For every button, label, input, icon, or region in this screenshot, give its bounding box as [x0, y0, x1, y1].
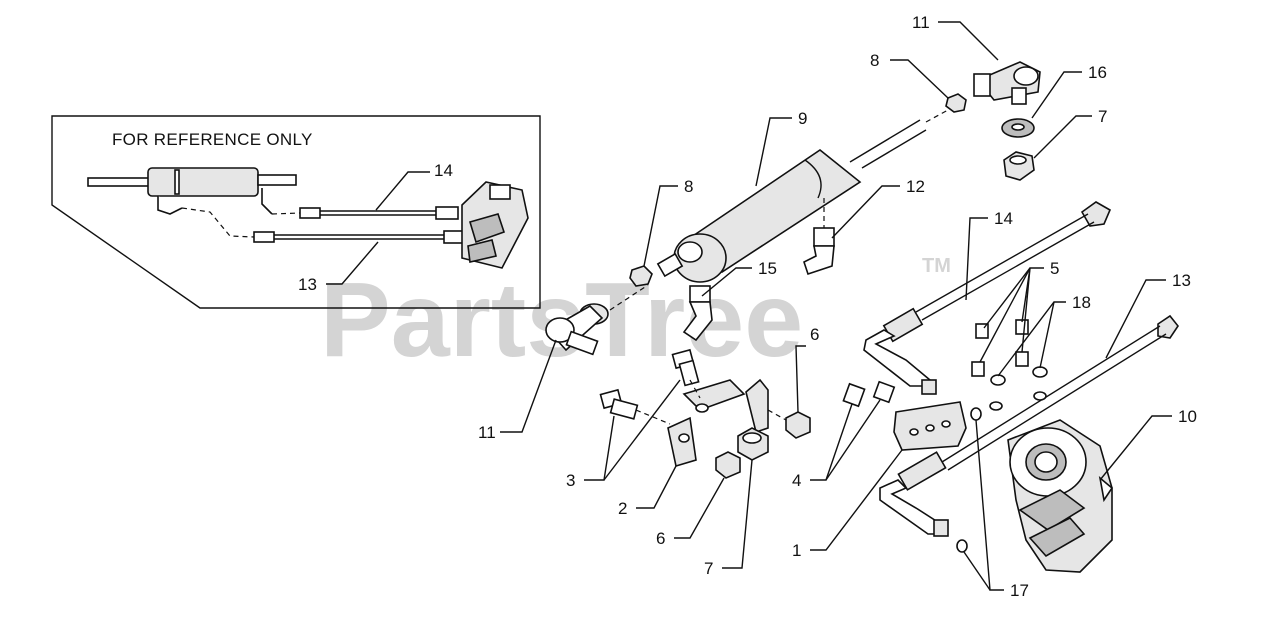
callout-6-lower: 6 — [656, 529, 665, 548]
callout-8-left: 8 — [684, 177, 693, 196]
callout-17: 17 — [1010, 581, 1029, 600]
o-rings-17 — [956, 407, 982, 553]
callout-7-lower: 7 — [704, 559, 713, 578]
callout-ref-14: 14 — [434, 161, 453, 180]
callout-10: 10 — [1178, 407, 1197, 426]
mounting-plate-1 — [893, 401, 967, 451]
washers-18 — [989, 366, 1048, 411]
hydraulic-cylinder — [656, 109, 949, 283]
reference-hose-13 — [181, 207, 467, 244]
steering-valve-10 — [1007, 419, 1114, 573]
nut-6-right — [785, 411, 811, 439]
callout-7-top: 7 — [1098, 107, 1107, 126]
hydraulic-hose-13 — [879, 314, 1179, 537]
callout-8-top: 8 — [870, 51, 879, 70]
callout-11-left: 11 — [478, 423, 496, 442]
callout-9: 9 — [798, 109, 807, 128]
nut-6-lower — [715, 451, 741, 479]
reference-steering-unit — [461, 181, 529, 269]
callout-4: 4 — [792, 471, 801, 490]
callout-6-right: 6 — [810, 325, 819, 344]
callout-1: 1 — [792, 541, 801, 560]
lock-nut-7-lower — [737, 427, 769, 461]
lock-nut-7-top — [1003, 151, 1035, 181]
reference-box: FOR REFERENCE ONLY — [51, 115, 541, 309]
mounting-bracket — [667, 378, 769, 468]
callout-ref-13: 13 — [298, 275, 317, 294]
callout-5: 5 — [1050, 259, 1059, 278]
callout-2: 2 — [618, 499, 627, 518]
callout-13: 13 — [1172, 271, 1191, 290]
bolts-4 — [842, 380, 896, 408]
nut-right — [945, 93, 967, 113]
callout-18: 18 — [1072, 293, 1091, 312]
tie-rod-end-left — [545, 284, 649, 356]
callout-16: 16 — [1088, 63, 1107, 82]
reference-hose-14 — [271, 206, 459, 220]
elbow-fitting-12 — [803, 198, 835, 276]
callout-12: 12 — [906, 177, 925, 196]
reference-title: FOR REFERENCE ONLY — [112, 130, 313, 149]
tie-rod-end-right — [973, 61, 1041, 105]
callout-14: 14 — [994, 209, 1013, 228]
elbow-fitting-15 — [682, 285, 713, 342]
callout-11-top: 11 — [912, 13, 930, 32]
callout-3: 3 — [566, 471, 575, 490]
hydraulic-hose-14 — [863, 201, 1112, 395]
reference-cylinder — [87, 167, 297, 215]
bolts-3 — [599, 348, 701, 425]
callouts: 11 8 16 7 9 8 12 15 14 5 13 18 6 11 10 — [478, 13, 1197, 600]
watermark-trademark: TM — [922, 255, 951, 277]
callout-15: 15 — [758, 259, 777, 278]
